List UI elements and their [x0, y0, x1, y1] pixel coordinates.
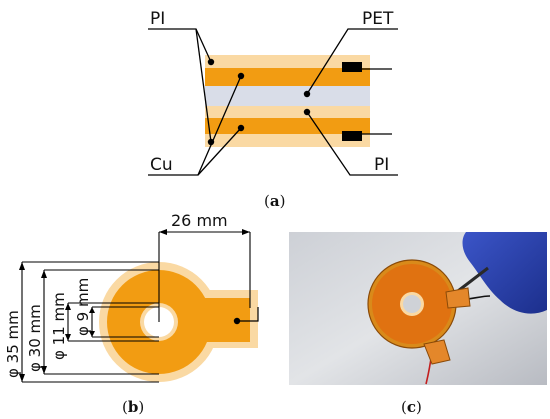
- pet-core-layer: [205, 86, 370, 106]
- dim-hole-label: φ 9 mm: [74, 278, 92, 336]
- label-pi-top: PI: [150, 9, 165, 29]
- caption-c: (c): [401, 398, 422, 416]
- terminal-top: [342, 62, 362, 72]
- glove-shape: [462, 232, 547, 314]
- panel-c-photo: [289, 232, 547, 385]
- panel-a-callouts: [148, 28, 398, 176]
- panel-b-arrowheads: [19, 229, 250, 382]
- dim-outer-label: φ 35 mm: [4, 310, 22, 378]
- cu-bottom-layer: [205, 118, 370, 134]
- label-cu: Cu: [150, 155, 173, 175]
- caption-a: (a): [264, 192, 285, 210]
- panel-a-layer-stack: [205, 55, 392, 147]
- dim-width-label: 26 mm: [171, 211, 228, 230]
- panel-b-dimension-lines: [21, 231, 251, 383]
- label-pi-bottom: PI: [374, 155, 389, 175]
- dim-outer-cu-label: φ 30 mm: [26, 304, 44, 372]
- panel-b-electrode-shape: [99, 262, 259, 382]
- cu-top-layer: [205, 68, 370, 86]
- pi-inner-layer: [205, 106, 370, 118]
- caption-b: (b): [122, 398, 144, 416]
- terminal-bottom: [342, 131, 362, 141]
- label-pet: PET: [362, 9, 394, 29]
- photo-tab-bottom: [423, 339, 451, 365]
- panel-a-dots: [207, 58, 311, 146]
- photo-tab-top: [445, 287, 471, 309]
- dim-hole-outer-label: φ 11 mm: [50, 292, 68, 360]
